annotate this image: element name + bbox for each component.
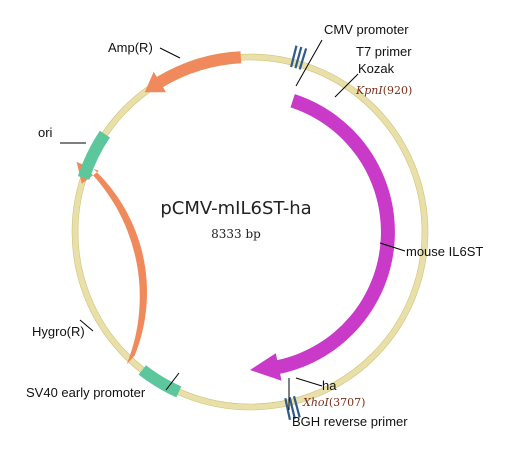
primer-mark-3 bbox=[298, 48, 308, 70]
il6st-leader bbox=[379, 242, 406, 252]
kpni-enzyme: KpnI bbox=[355, 84, 383, 97]
t7-kozak-marks bbox=[290, 45, 308, 70]
kozak-label: Kozak bbox=[358, 61, 395, 76]
kpni-site-label: KpnI(920) bbox=[355, 84, 412, 97]
xhoi-site-label: XhoI(3707) bbox=[302, 396, 365, 409]
primer-mark-2 bbox=[294, 46, 303, 69]
xhoi-position: (3707) bbox=[329, 396, 366, 409]
cmv-promoter-label: CMV promoter bbox=[324, 22, 409, 37]
xhoi-enzyme: XhoI bbox=[302, 396, 330, 409]
cmv-leader bbox=[295, 39, 323, 87]
plasmid-name: pCMV-mIL6ST-ha bbox=[160, 198, 311, 219]
kozak-leader bbox=[334, 73, 359, 98]
kpni-position: (920) bbox=[383, 84, 413, 97]
primer-mark-bottom-2 bbox=[288, 397, 296, 419]
sv40-leader bbox=[165, 372, 180, 391]
ha-leader bbox=[295, 377, 323, 387]
mouse-il6st-feature bbox=[250, 94, 395, 381]
plasmid-size: 8333 bp bbox=[211, 227, 261, 241]
ha-label: ha bbox=[322, 378, 337, 393]
primer-mark-1 bbox=[290, 45, 298, 68]
mouse-il6st-label: mouse IL6ST bbox=[406, 244, 483, 259]
amp-feature bbox=[144, 51, 242, 93]
hygro-leader bbox=[79, 319, 94, 332]
primer-mark-bottom-3 bbox=[284, 398, 291, 421]
ha-bgh-marks bbox=[284, 395, 301, 421]
backbone-ring bbox=[72, 54, 428, 410]
primer-mark-bottom-1 bbox=[292, 395, 301, 418]
sv40-early-promoter-feature bbox=[138, 365, 182, 398]
bgh-reverse-primer-label: BGH reverse primer bbox=[292, 414, 408, 429]
backbone-ring-outer-line bbox=[71, 53, 429, 411]
hygro-label: Hygro(R) bbox=[32, 324, 85, 339]
t7-primer-label: T7 primer bbox=[356, 44, 412, 59]
amp-label: Amp(R) bbox=[108, 40, 153, 55]
amp-leader bbox=[159, 47, 181, 59]
sv40-early-promoter-label: SV40 early promoter bbox=[26, 385, 146, 400]
backbone-ring-inner-line bbox=[77, 59, 423, 405]
hygro-feature bbox=[76, 161, 148, 365]
ori-label: ori bbox=[38, 125, 53, 140]
leader-lines bbox=[60, 39, 406, 410]
ori-feature bbox=[77, 130, 110, 180]
